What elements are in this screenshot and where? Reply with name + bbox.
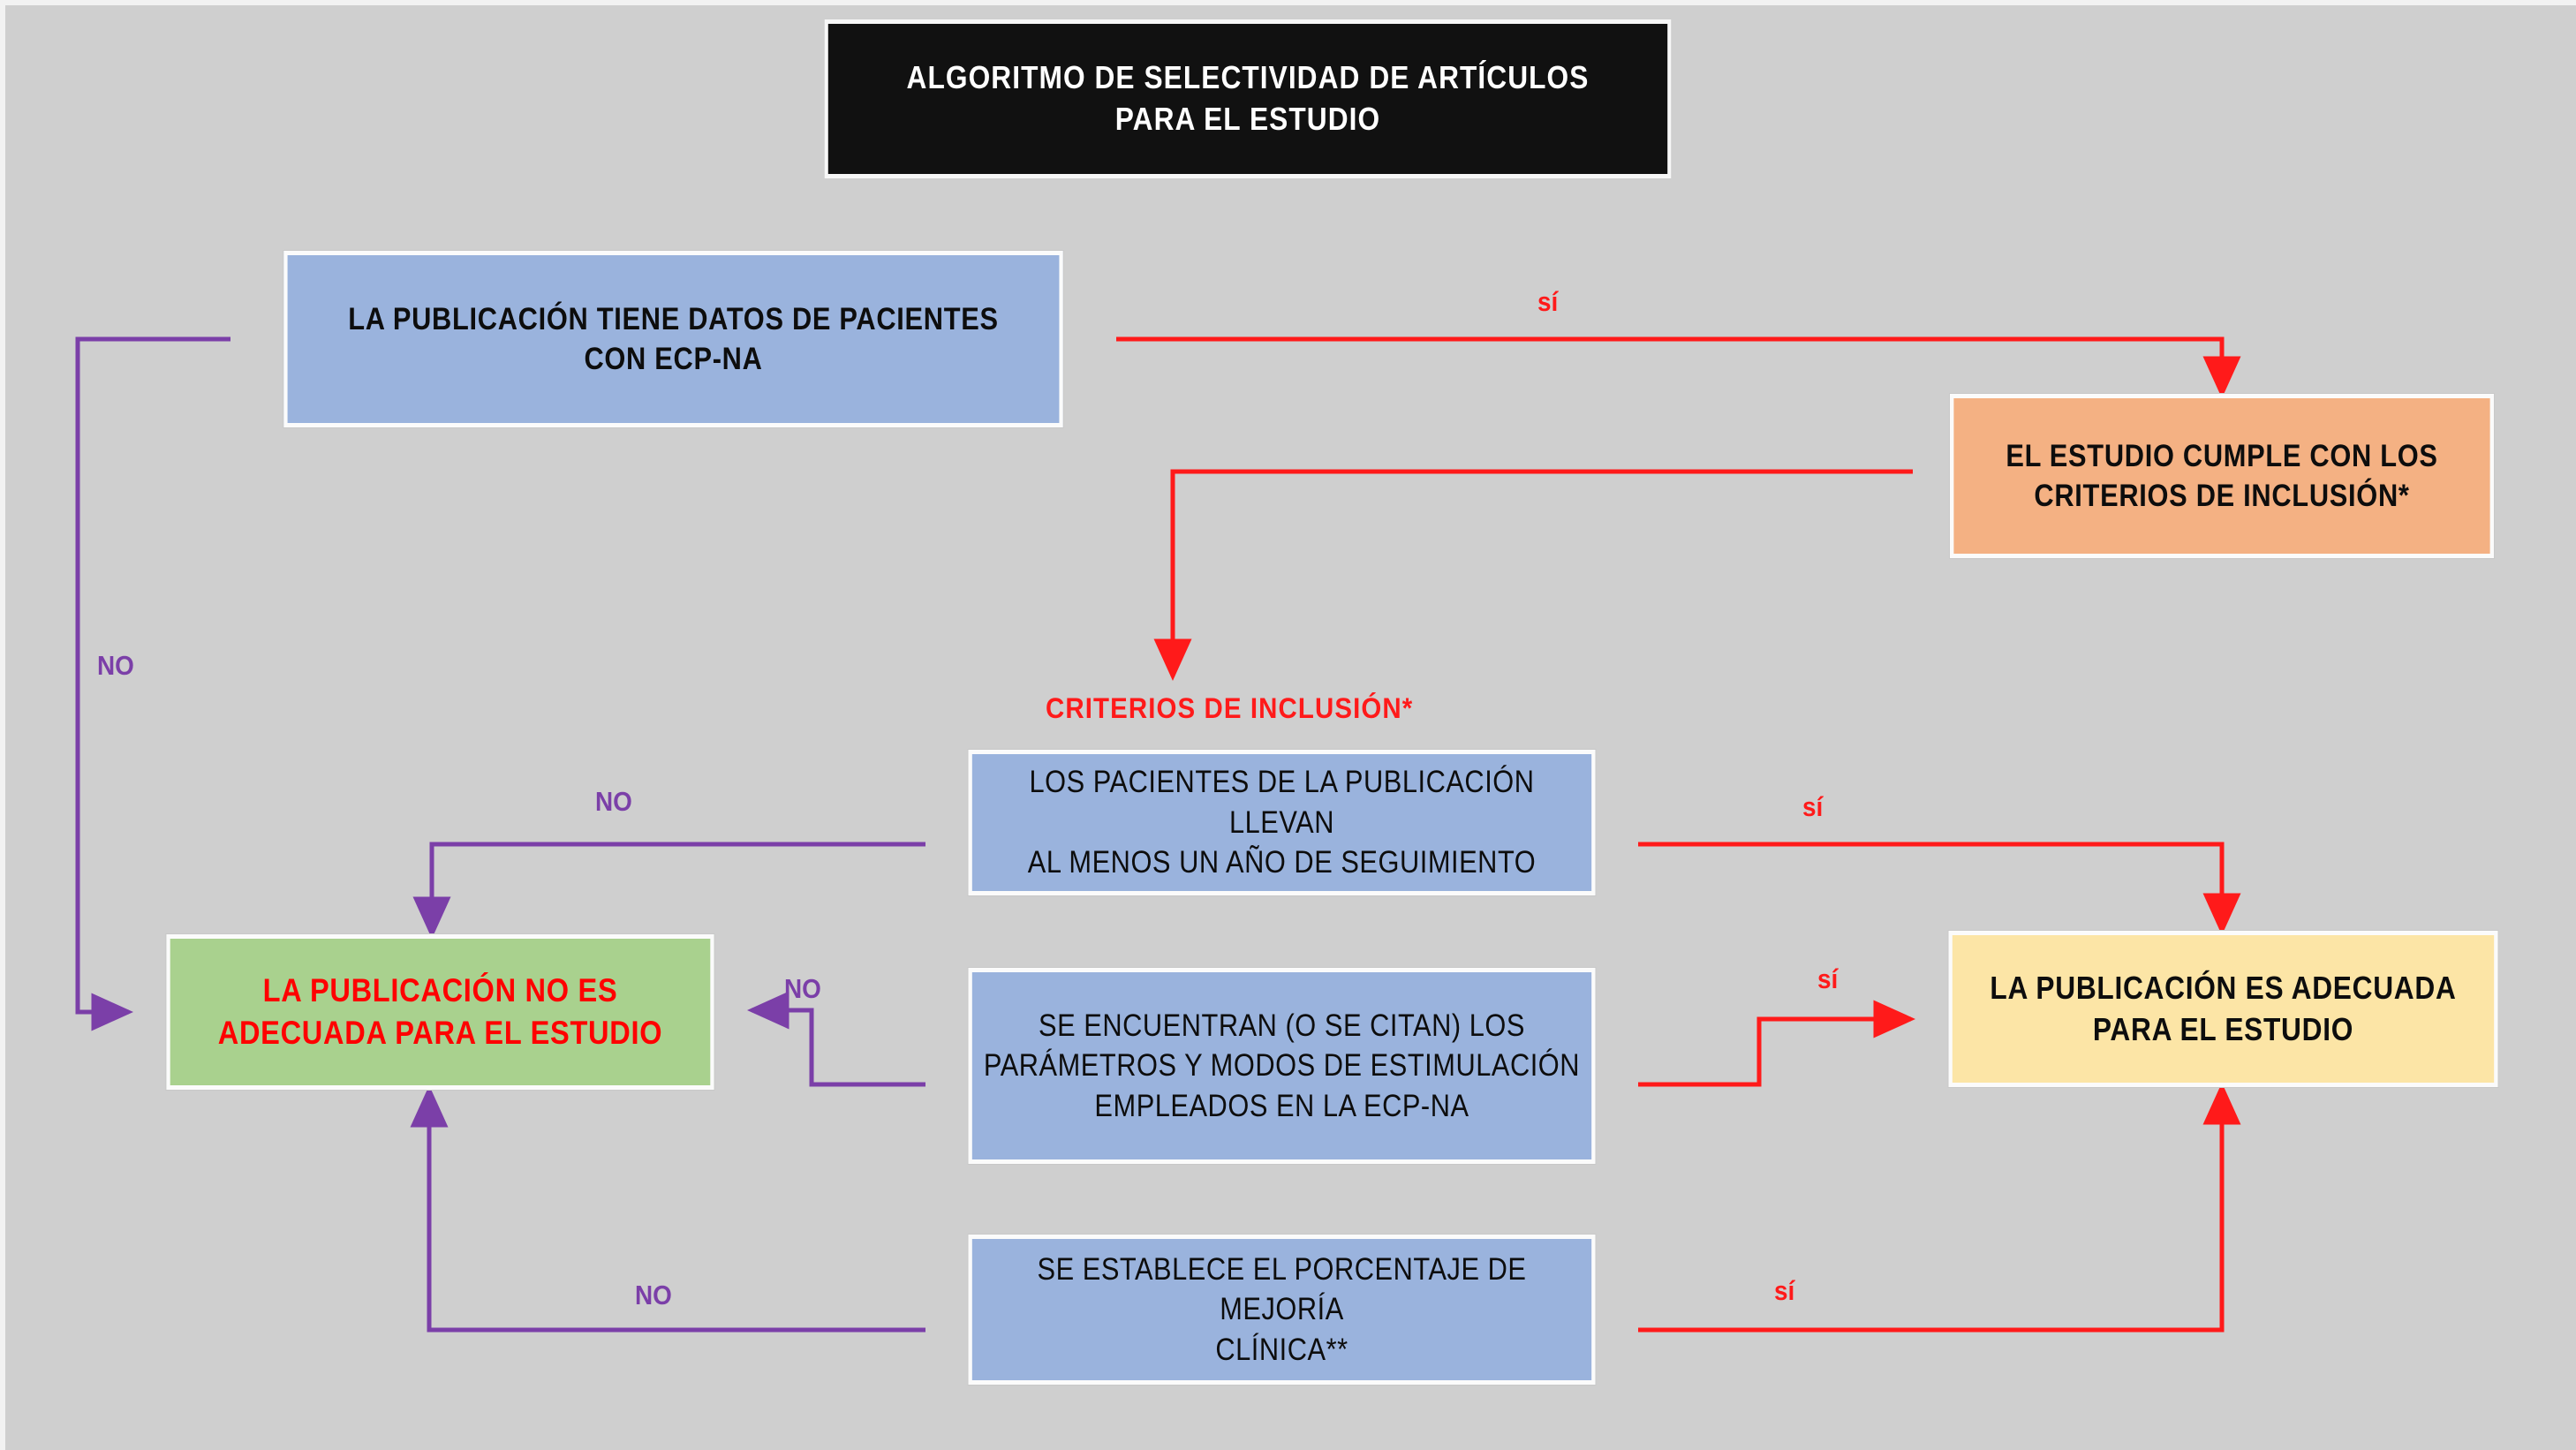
diagram-title: ALGORITMO DE SELECTIVIDAD DE ARTÍCULOS P… <box>824 19 1672 178</box>
node-publicacion-no-adecuada[interactable]: LA PUBLICACIÓN NO ES ADECUADA PARA EL ES… <box>165 933 715 1091</box>
node-criterio-parametros[interactable]: SE ENCUENTRAN (O SE CITAN) LOS PARÁMETRO… <box>967 967 1597 1165</box>
node-start-line2: CON ECP-NA <box>584 342 763 376</box>
criterios-section-label: CRITERIOS DE INCLUSIÓN* <box>1046 692 1414 724</box>
node-criterio1-line1: LOS PACIENTES DE LA PUBLICACIÓN LLEVAN <box>1029 765 1535 840</box>
edge-criterio2-no <box>747 991 925 1087</box>
edge-criterio3-no <box>410 1085 925 1333</box>
edge-label-criterio1-no: NO <box>595 786 632 817</box>
node-rechazo-line1: LA PUBLICACIÓN NO ES <box>262 971 618 1008</box>
node-criterio-seguimiento[interactable]: LOS PACIENTES DE LA PUBLICACIÓN LLEVAN A… <box>967 749 1597 896</box>
node-publicacion-adecuada[interactable]: LA PUBLICACIÓN ES ADECUADA PARA EL ESTUD… <box>1947 930 2499 1088</box>
node-rechazo-line2: ADECUADA PARA EL ESTUDIO <box>217 1015 663 1051</box>
edge-label-criterio2-no: NO <box>784 973 821 1004</box>
edge-label-criterio3-si: sí <box>1774 1275 1795 1306</box>
node-estudio-cumple-criterios[interactable]: EL ESTUDIO CUMPLE CON LOS CRITERIOS DE I… <box>1949 393 2495 559</box>
node-aceptacion-line2: PARA EL ESTUDIO <box>2092 1010 2354 1047</box>
diagram-title-line1: ALGORITMO DE SELECTIVIDAD DE ARTÍCULOS <box>906 59 1590 96</box>
node-aceptacion-line1: LA PUBLICACIÓN ES ADECUADA <box>1990 969 2457 1006</box>
node-cumple-line2: CRITERIOS DE INCLUSIÓN* <box>2034 479 2410 513</box>
edge-cumple-criterios <box>1153 469 1913 681</box>
node-cumple-line1: EL ESTUDIO CUMPLE CON LOS <box>2006 438 2438 473</box>
edge-label-criterio1-si: sí <box>1802 791 1824 822</box>
connector-layer <box>75 336 2241 1333</box>
node-criterio1-line2: AL MENOS UN AÑO DE SEGUIMIENTO <box>1027 845 1537 880</box>
node-criterio2-line3: EMPLEADOS EN LA ECP-NA <box>1094 1088 1469 1123</box>
edge-criterio3-si <box>1638 1083 2241 1333</box>
edge-criterio1-no <box>412 842 925 939</box>
edge-criterio1-si <box>1638 842 2241 935</box>
edge-label-start-si: sí <box>1537 286 1559 317</box>
node-criterio2-line2: PARÁMETROS Y MODOS DE ESTIMULACIÓN <box>983 1048 1581 1084</box>
edge-label-criterio3-no: NO <box>635 1280 672 1310</box>
node-criterio3-line2: CLÍNICA** <box>1215 1332 1348 1367</box>
edge-label-criterio2-si: sí <box>1817 963 1839 994</box>
edge-label-start-no: NO <box>97 650 134 681</box>
node-start-line1: LA PUBLICACIÓN TIENE DATOS DE PACIENTES <box>348 301 999 336</box>
node-publicacion-tiene-datos[interactable]: LA PUBLICACIÓN TIENE DATOS DE PACIENTES … <box>283 250 1064 428</box>
diagram-title-line2: PARA EL ESTUDIO <box>1114 101 1381 137</box>
node-criterio2-line1: SE ENCUENTRAN (O SE CITAN) LOS <box>1039 1008 1525 1043</box>
node-criterio-mejoria[interactable]: SE ESTABLECE EL PORCENTAJE DE MEJORÍA CL… <box>967 1234 1597 1386</box>
node-criterio3-line1: SE ESTABLECE EL PORCENTAJE DE MEJORÍA <box>1037 1251 1527 1327</box>
edge-criterio2-si <box>1638 1000 1915 1087</box>
edge-start-si <box>1116 336 2241 398</box>
